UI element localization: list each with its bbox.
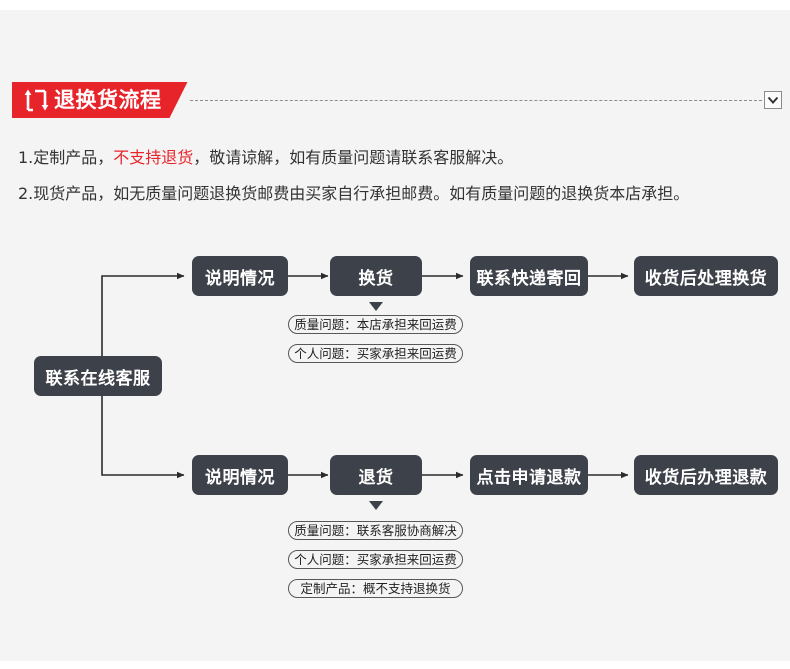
flow-node-exchange-step-4[interactable]: 收货后处理换货 xyxy=(634,256,778,296)
exchange-branch-note-2: 个人问题：买家承担来回运费 xyxy=(288,344,463,363)
refund-branch-note-1: 质量问题：联系客服协商解决 xyxy=(288,521,463,540)
policy-note-1-prefix: 1.定制产品， xyxy=(18,148,114,167)
policy-note-1: 1.定制产品，不支持退货，敬请谅解，如有质量问题请联系客服解决。 xyxy=(18,140,778,176)
returns-flowchart: 联系在线客服 说明情况 换货 联系快递寄回 收货后处理换货 质量问题：本店承担来… xyxy=(0,236,790,626)
top-spacer xyxy=(0,0,790,10)
policy-note-1-suffix: ，敬请谅解，如有质量问题请联系客服解决。 xyxy=(193,148,514,167)
refund-branch-note-3: 定制产品：概不支持退换货 xyxy=(288,579,463,598)
refund-branch-note-2: 个人问题：买家承担来回运费 xyxy=(288,550,463,569)
policy-note-1-highlight: 不支持退货 xyxy=(113,148,194,167)
chevron-down-icon[interactable] xyxy=(764,91,782,109)
section-title: 退换货流程 xyxy=(54,88,162,112)
policy-note-2-prefix: 2.现货产品，如无质量问题退换货邮费由买家自行承担邮费。如有质量问题的退换货本店… xyxy=(18,184,690,203)
policy-note-2: 2.现货产品，如无质量问题退换货邮费由买家自行承担邮费。如有质量问题的退换货本店… xyxy=(18,176,778,212)
section-title-ribbon: 退换货流程 xyxy=(12,82,188,118)
flow-node-exchange-step-1[interactable]: 说明情况 xyxy=(192,256,288,296)
flow-node-root[interactable]: 联系在线客服 xyxy=(34,356,162,396)
flow-node-refund-step-3[interactable]: 点击申请退款 xyxy=(470,455,588,495)
bottom-spacer xyxy=(0,661,790,669)
section-header: 退换货流程 xyxy=(0,82,790,122)
return-exchange-arrows-icon xyxy=(24,88,50,112)
flow-node-refund-step-2[interactable]: 退货 xyxy=(330,455,422,495)
flow-node-exchange-step-3[interactable]: 联系快递寄回 xyxy=(470,256,588,296)
refund-branch-down-triangle xyxy=(369,501,383,510)
flow-node-exchange-step-2[interactable]: 换货 xyxy=(330,256,422,296)
flow-node-refund-step-4[interactable]: 收货后办理退款 xyxy=(634,455,778,495)
exchange-branch-note-1: 质量问题：本店承担来回运费 xyxy=(288,315,463,334)
header-dashed-rule xyxy=(190,100,762,101)
exchange-branch-down-triangle xyxy=(369,302,383,311)
flow-node-refund-step-1[interactable]: 说明情况 xyxy=(192,455,288,495)
policy-notes: 1.定制产品，不支持退货，敬请谅解，如有质量问题请联系客服解决。 2.现货产品，… xyxy=(18,140,778,212)
